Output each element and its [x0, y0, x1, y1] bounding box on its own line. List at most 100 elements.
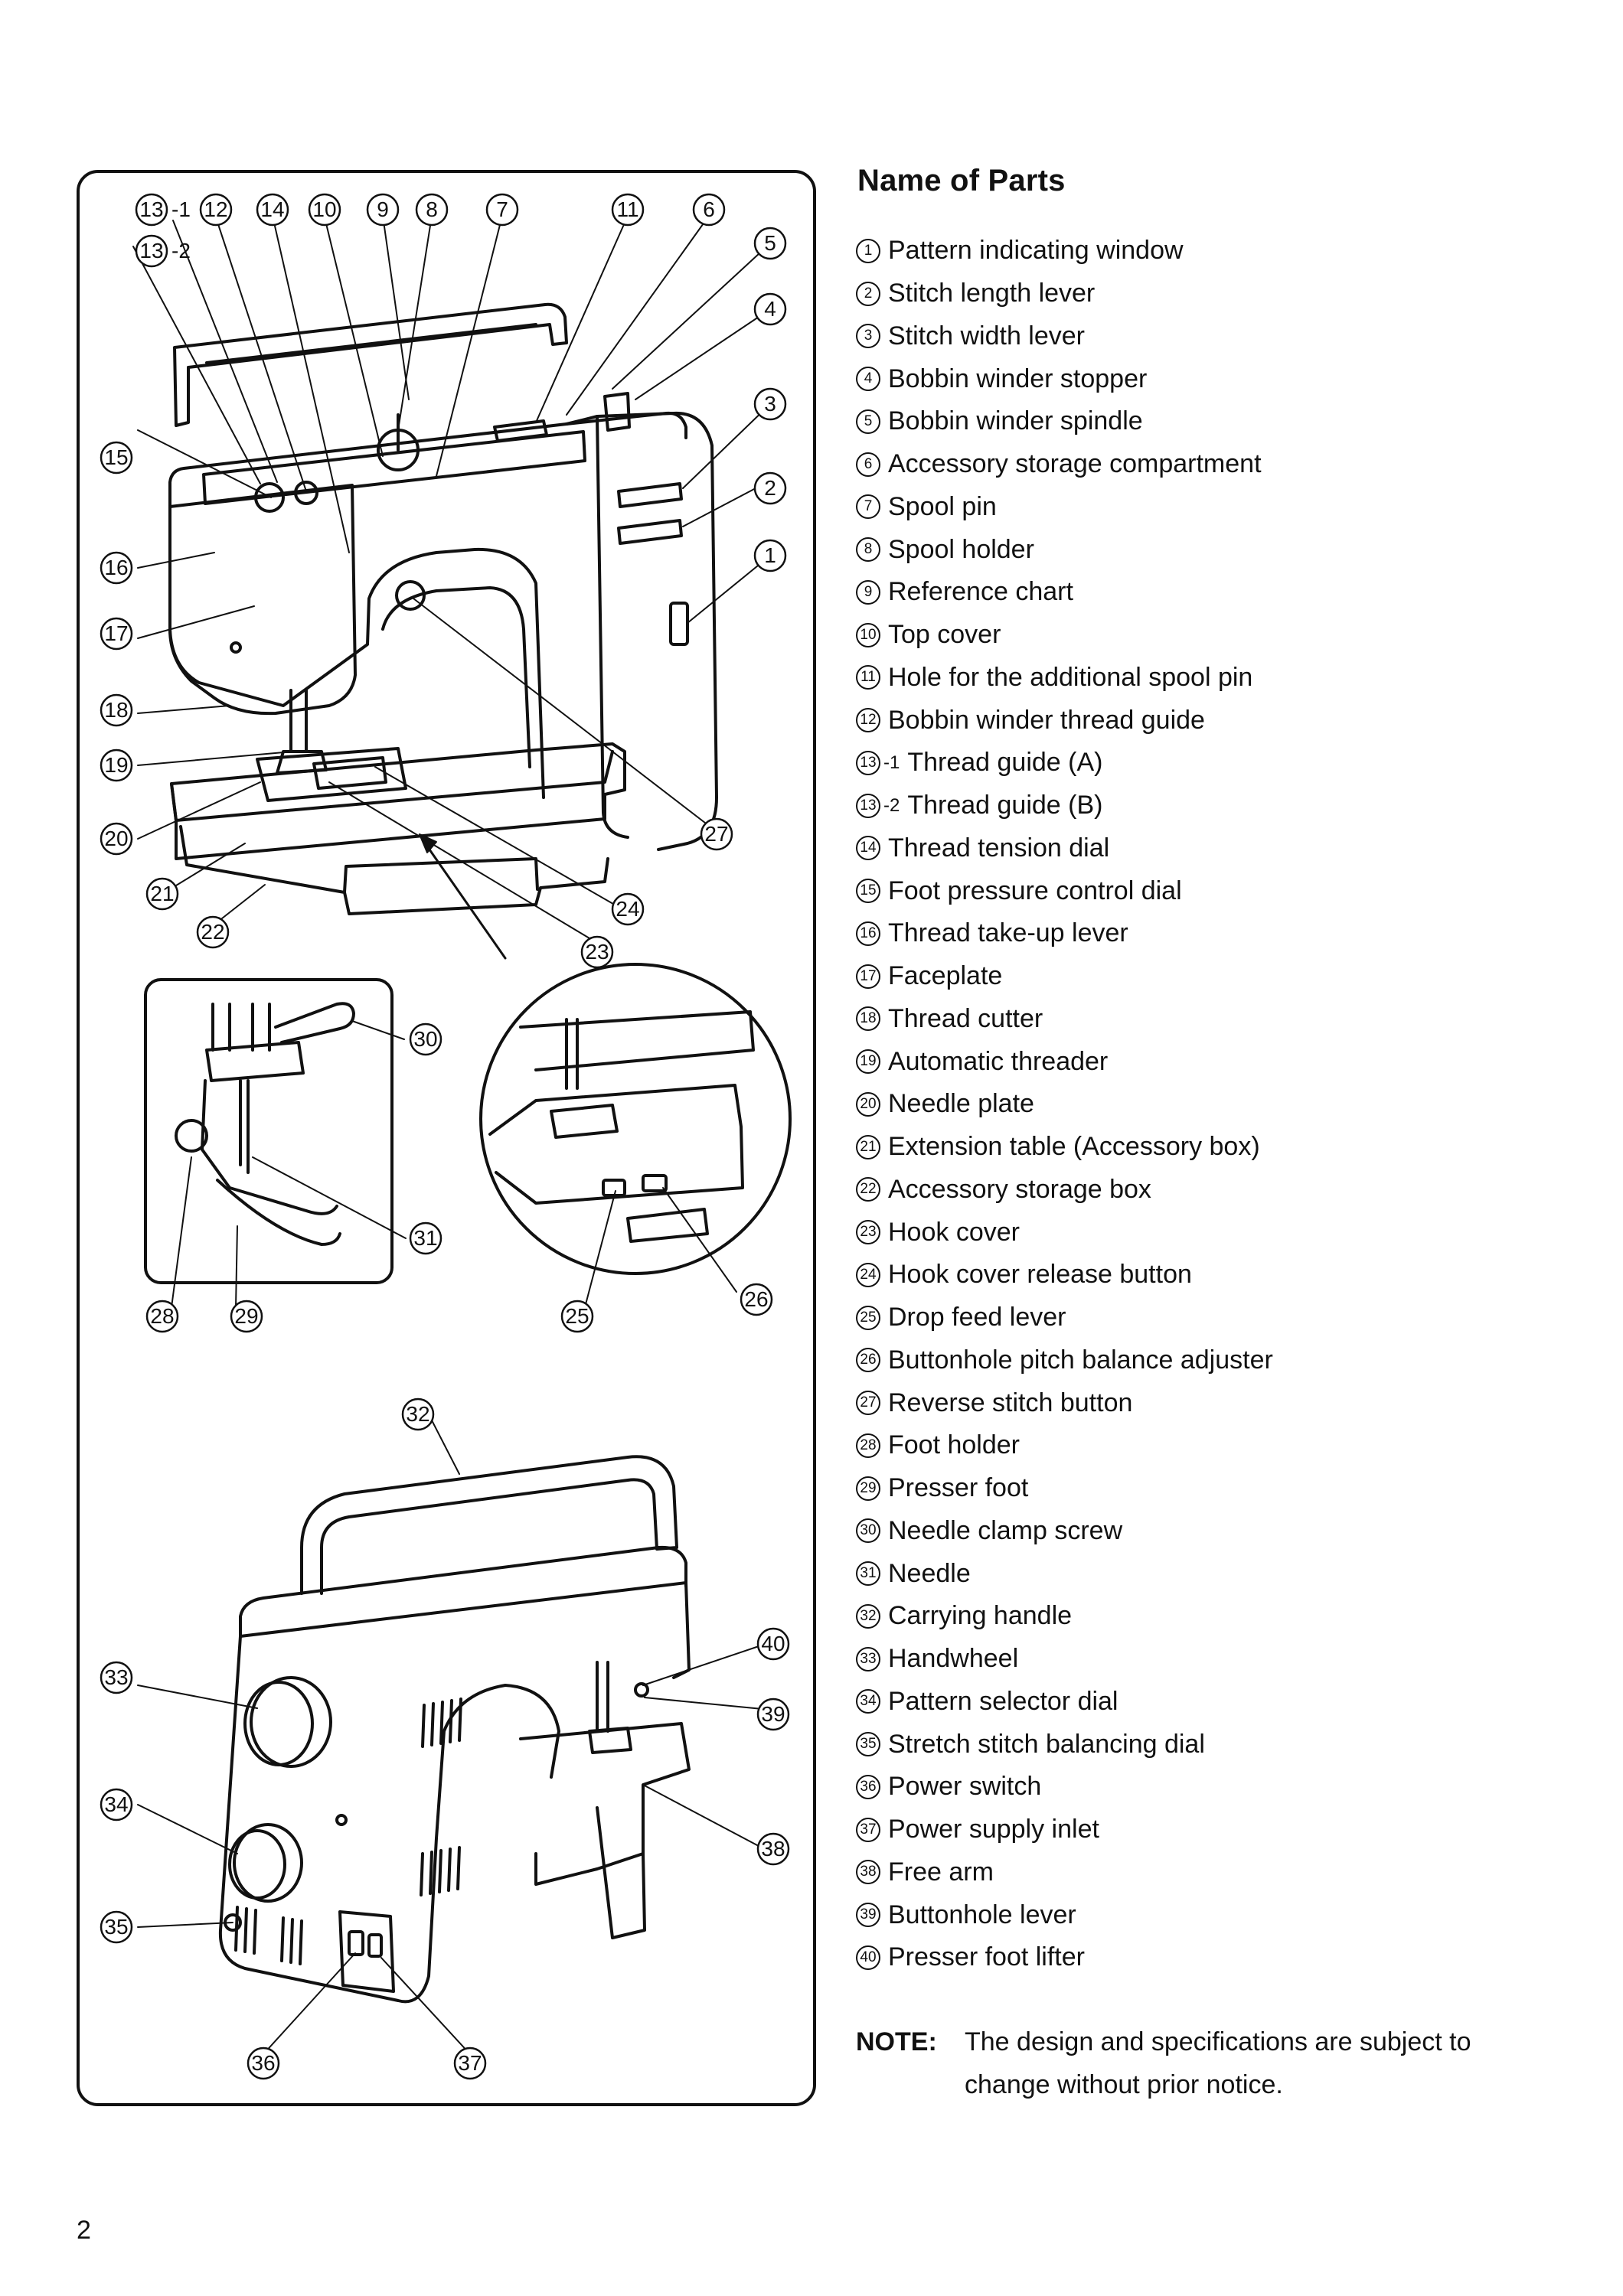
- part-number: 2: [856, 281, 880, 306]
- part-number: 6: [856, 452, 880, 477]
- part-label: Reverse stitch button: [888, 1388, 1133, 1417]
- callout-text: 14: [260, 197, 284, 221]
- part-number: 31: [856, 1561, 880, 1587]
- callout-text: 35: [104, 1915, 128, 1939]
- part-label: Presser foot: [888, 1473, 1029, 1503]
- part-number: 28: [856, 1433, 880, 1458]
- part-label: Automatic threader: [888, 1046, 1109, 1076]
- callout-text: 7: [496, 197, 508, 221]
- part-item: 9 Reference chart: [856, 571, 1273, 614]
- machine-rear-drawing: [218, 1455, 691, 2004]
- part-number: 32: [856, 1603, 880, 1629]
- part-label: Free arm: [888, 1857, 994, 1887]
- callout-text: -1: [171, 197, 191, 221]
- part-number: 27: [856, 1391, 880, 1416]
- callout-text: 3: [764, 392, 776, 416]
- callout-number: 11: [611, 193, 645, 227]
- callout-text: 34: [104, 1792, 128, 1816]
- callout-number: 9: [366, 193, 400, 227]
- callout-number: 10: [308, 193, 341, 227]
- callout-text: 1: [764, 543, 776, 567]
- part-number: 14: [856, 836, 880, 861]
- callout-number: 17: [100, 617, 133, 651]
- callout-text: 39: [761, 1702, 785, 1726]
- part-label: Drop feed lever: [888, 1303, 1066, 1332]
- part-number: 24: [856, 1262, 880, 1287]
- part-label: Handwheel: [888, 1644, 1019, 1674]
- callout-text: 24: [616, 897, 639, 921]
- part-label: Thread guide (A): [907, 748, 1103, 778]
- part-label: Hook cover release button: [888, 1260, 1192, 1290]
- part-number: 19: [856, 1049, 880, 1075]
- callout-number: 21: [145, 877, 179, 911]
- part-number: 20: [856, 1091, 880, 1117]
- part-number: 35: [856, 1732, 880, 1757]
- callout-text: 29: [234, 1304, 258, 1328]
- part-number-suffix: -2: [883, 794, 900, 816]
- leader-lines-lower: [137, 1414, 771, 2055]
- inset-arrow: [423, 840, 507, 960]
- note-label: NOTE:: [856, 2027, 937, 2056]
- part-label: Spool holder: [888, 534, 1034, 564]
- callout-text: 32: [406, 1402, 429, 1426]
- callout-number: 27: [700, 817, 733, 851]
- part-number: 10: [856, 622, 880, 647]
- callout-number: 37: [453, 2047, 487, 2080]
- part-number: 7: [856, 494, 880, 520]
- callout-text: 13: [139, 239, 163, 263]
- part-number: 37: [856, 1817, 880, 1842]
- callout-text: -2: [171, 239, 191, 263]
- part-label: Needle plate: [888, 1089, 1034, 1119]
- callout-number: 34: [100, 1788, 133, 1821]
- callout-text: 37: [458, 2051, 482, 2075]
- callout-number: 7: [485, 193, 519, 227]
- callout-number: 33: [100, 1661, 133, 1694]
- section-title: Name of Parts: [857, 164, 1066, 197]
- callout-number: 18: [100, 693, 133, 727]
- callout-text: 11: [616, 197, 638, 221]
- part-number: 15: [856, 879, 880, 904]
- callout-suffix: -1: [171, 197, 191, 221]
- callout-text: 4: [764, 297, 776, 321]
- callout-number: 38: [756, 1832, 790, 1866]
- part-label: Top cover: [888, 620, 1001, 650]
- callout-text: 25: [565, 1304, 589, 1328]
- leader-lines-inset: [171, 1020, 407, 1308]
- callout-text: 8: [426, 197, 438, 221]
- callout-number: 8: [415, 193, 449, 227]
- machine-front-drawing: [168, 302, 718, 915]
- part-number: 36: [856, 1774, 880, 1799]
- callout-text: 26: [744, 1287, 768, 1311]
- callout-number: 26: [740, 1283, 773, 1316]
- part-number: 9: [856, 579, 880, 605]
- callout-number: 14: [256, 193, 289, 227]
- callout-text: 22: [201, 920, 224, 944]
- part-number: 34: [856, 1689, 880, 1714]
- part-label: Reference chart: [888, 577, 1073, 607]
- part-label: Hook cover: [888, 1217, 1020, 1247]
- part-number: 11: [856, 665, 880, 690]
- part-number: 16: [856, 921, 880, 946]
- part-label: Pattern selector dial: [888, 1686, 1118, 1716]
- part-number: 12: [856, 708, 880, 733]
- callout-text: 15: [104, 445, 128, 469]
- callout-text: 12: [204, 197, 227, 221]
- part-item: 19 Automatic threader: [856, 1040, 1273, 1083]
- callout-text: 27: [704, 822, 728, 846]
- callout-number: 40: [756, 1627, 790, 1661]
